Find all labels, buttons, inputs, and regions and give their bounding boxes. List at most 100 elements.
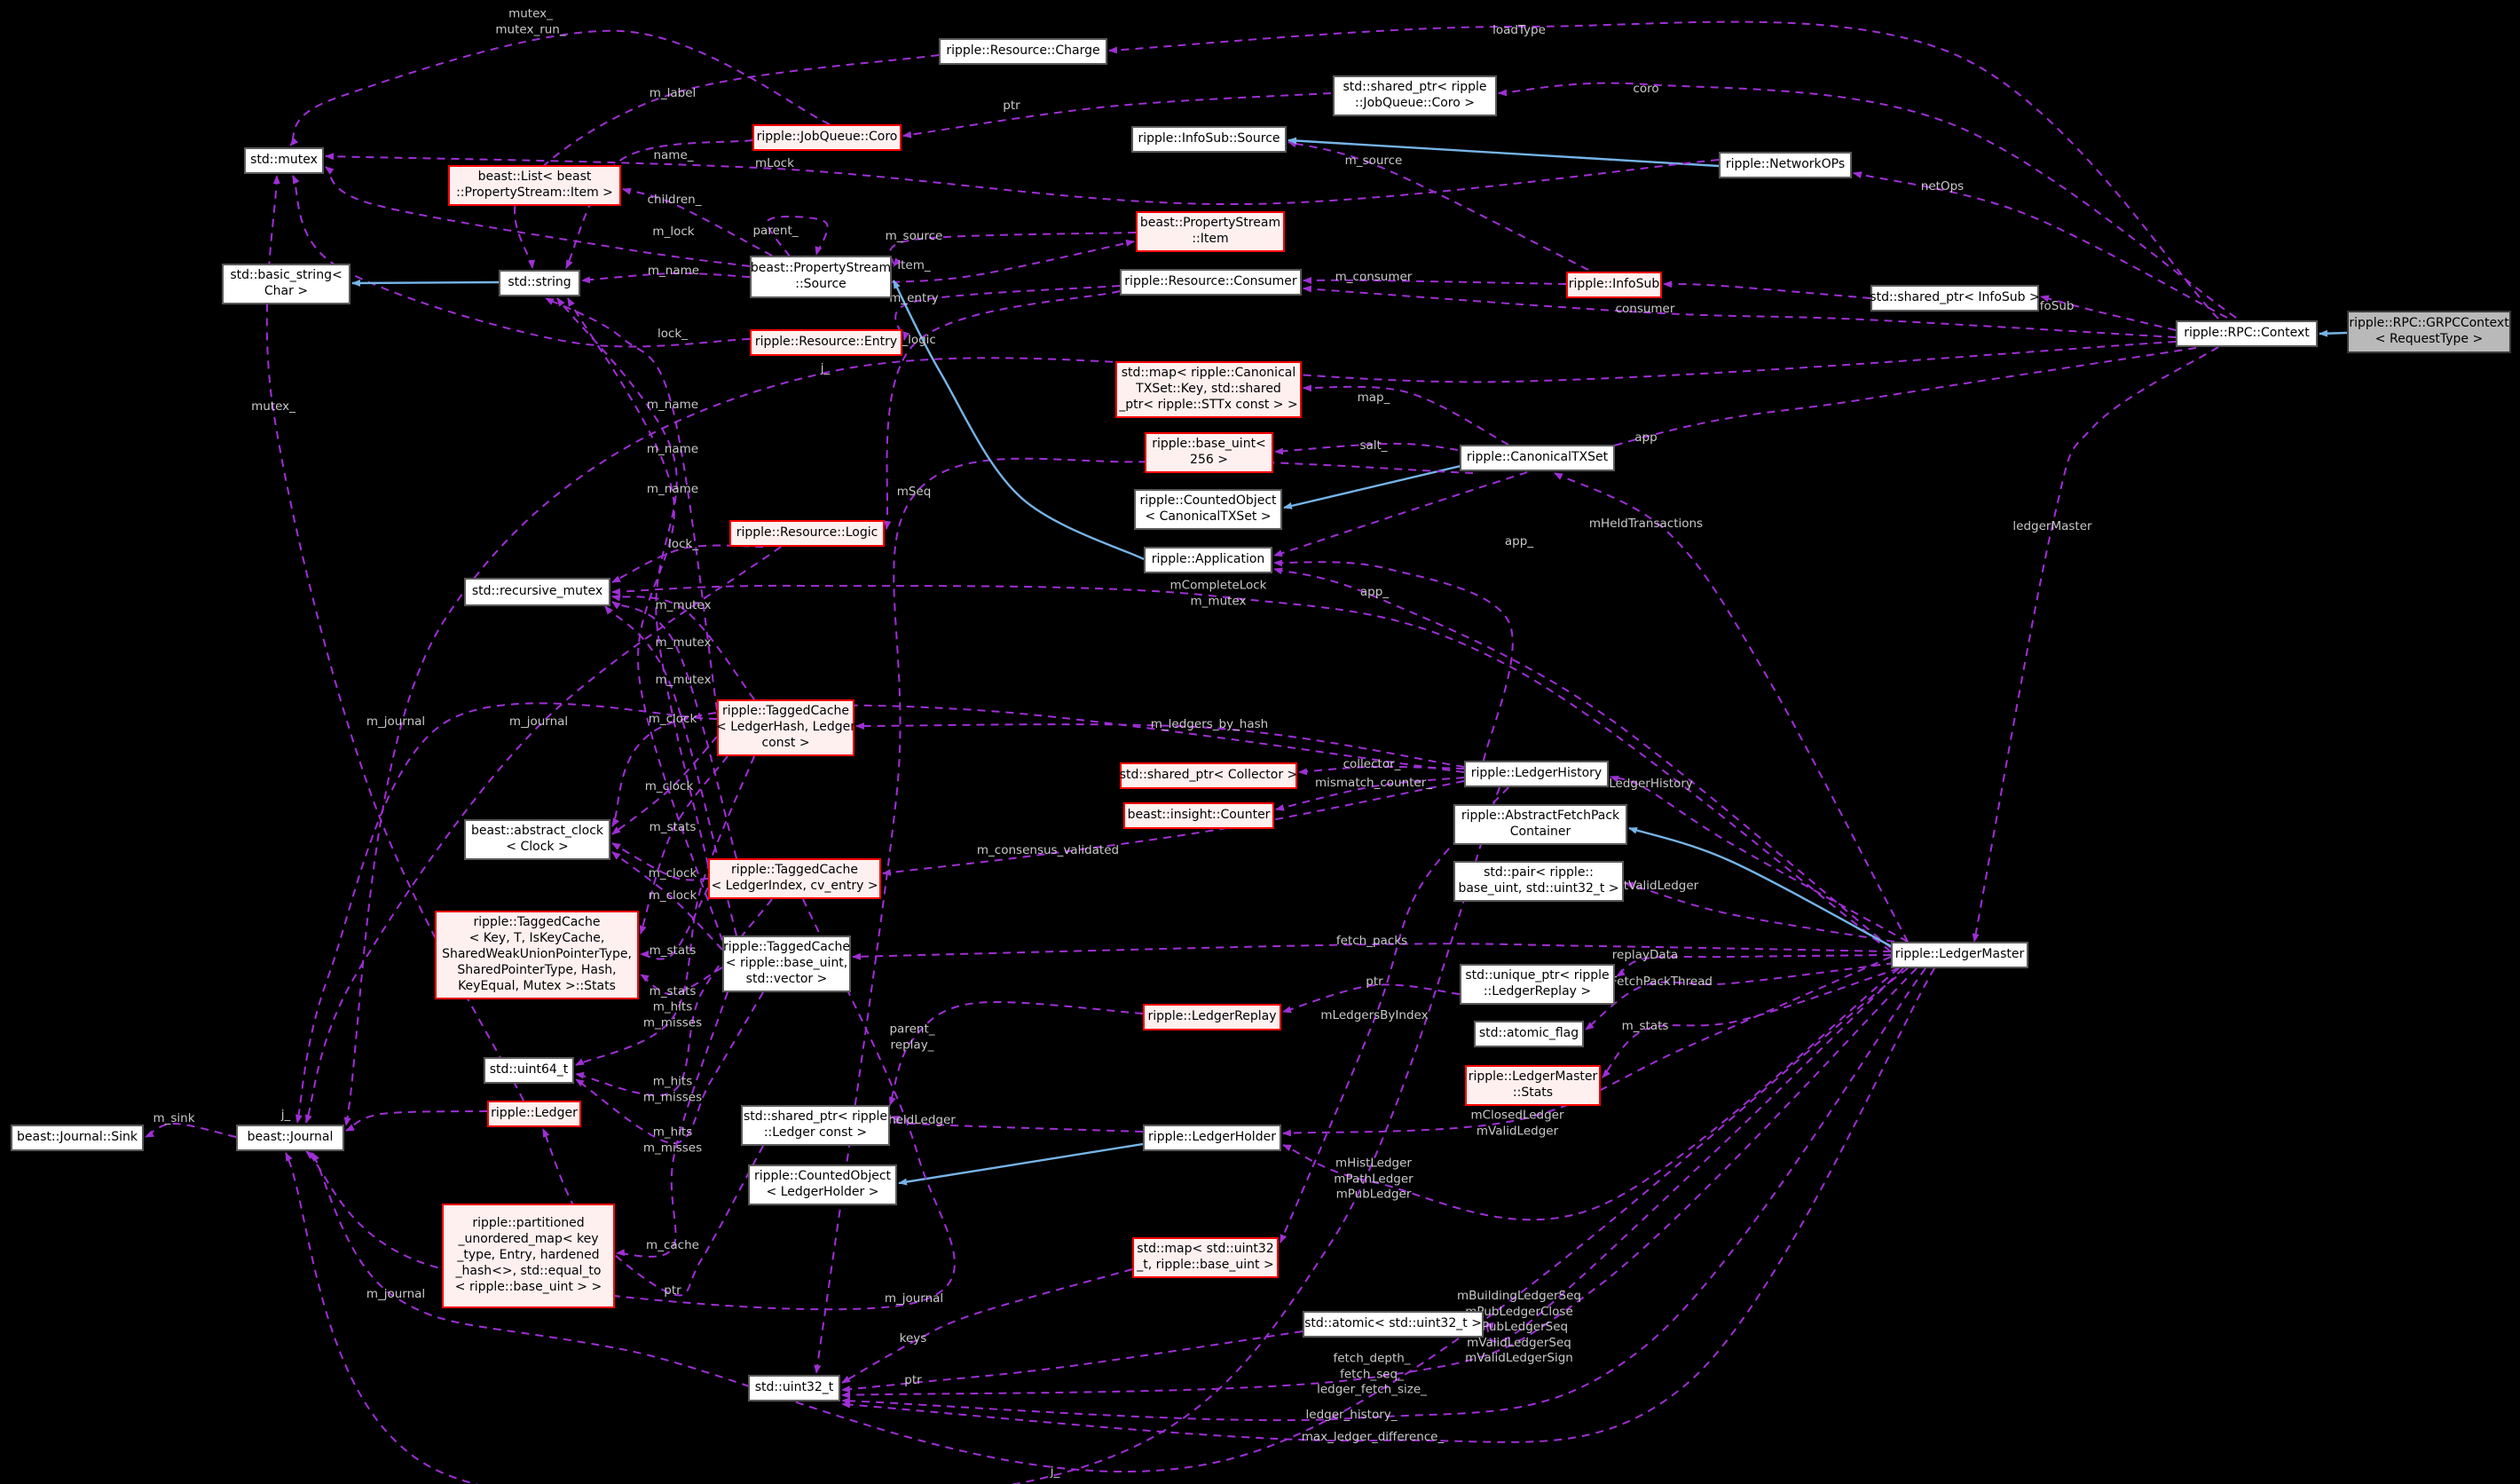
node-tagged_ledgerindex[interactable]: ripple::TaggedCache < LedgerIndex, cv_en…: [708, 858, 881, 899]
edge-label-map_uint32-std_uint32: keys: [899, 1331, 927, 1346]
edge-ledger_master-to-atomic_uint32: [1484, 967, 1904, 1343]
edge-label-tagged_baseuint-abstract_clock: m_clock: [648, 888, 697, 904]
edge-label-ledger_history_node-beast_journal: j_: [1050, 1464, 1060, 1480]
edge-label-tagged_ledgerindex-beast_journal: m_journal: [884, 1291, 944, 1306]
edge-ledger_master-to-tagged_baseuint: [852, 943, 1892, 960]
edge-res_consumer-to-res_entry: [894, 285, 1121, 341]
node-unique_ptr_replay[interactable]: std::unique_ptr< ripple ::LedgerReplay >: [1460, 964, 1615, 1005]
edge-label-ledger_master-std_uint32: fetch_depth_ fetch_seq_ ledger_fetch_siz…: [1317, 1351, 1427, 1397]
node-networkops[interactable]: ripple::NetworkOPs: [1719, 152, 1852, 178]
node-atomic_flag[interactable]: std::atomic_flag: [1474, 1021, 1584, 1047]
node-infosub[interactable]: ripple::InfoSub: [1566, 272, 1662, 298]
node-canonical_txset[interactable]: ripple::CanonicalTXSet: [1460, 445, 1615, 471]
edge-label-tagged_baseuint-recursive_mutex: m_mutex: [655, 673, 712, 688]
edge-shared_ptr_infosub-to-infosub: [1663, 280, 1871, 299]
edge-canonical_txset-to-counted_canonical: [1283, 457, 1492, 509]
node-std_pair[interactable]: std::pair< ripple:: base_uint, std::uint…: [1453, 861, 1624, 902]
node-shared_ptr_ledger_const[interactable]: std::shared_ptr< ripple ::Ledger const >: [741, 1105, 890, 1146]
node-base_uint256[interactable]: ripple::base_uint< 256 >: [1145, 432, 1273, 473]
edge-label-ripple_ledger-beast_journal: j_: [280, 1108, 291, 1123]
node-atomic_uint32[interactable]: std::atomic< std::uint32_t >: [1303, 1311, 1484, 1338]
edge-label-prop_source-prop_source: parent_: [752, 224, 799, 239]
edge-std_string-to-std_basic_string: [351, 279, 500, 287]
node-counted_canonical[interactable]: ripple::CountedObject < CanonicalTXSet >: [1134, 489, 1282, 530]
node-ripple_ledger[interactable]: ripple::Ledger: [487, 1101, 581, 1127]
node-lm_stats[interactable]: ripple::LedgerMaster ::Stats: [1465, 1065, 1601, 1106]
node-beast_list[interactable]: beast::List< beast ::PropertyStream::Ite…: [448, 165, 621, 206]
node-infosub_source[interactable]: ripple::InfoSub::Source: [1131, 126, 1287, 153]
edge-label-res_entry-std_mutex: lock_: [657, 327, 689, 342]
node-prop_source[interactable]: beast::PropertyStream ::Source: [750, 256, 892, 298]
node-res_consumer[interactable]: ripple::Resource::Consumer: [1120, 269, 1302, 296]
edge-label-tagged_ledgerhash-std_string: m_name: [646, 398, 699, 413]
edge-tagged_ledgerindex-to-std_string: [556, 297, 709, 866]
edge-label-tagged_baseuint-std_uint64: m_hits m_misses: [642, 1125, 703, 1155]
edge-label-rpc_context-shared_ptr_infosub: infoSub: [2028, 299, 2075, 314]
edge-tagged_ledgerindex-to-abstract_clock: [611, 842, 709, 881]
edge-label-ledger_history_node-insight_counter: mismatch_counter_: [1314, 776, 1433, 791]
edge-label-ledger_master-lm_stats: m_stats: [1621, 1019, 1669, 1034]
edge-tagged_ledgerhash-to-std_string: [545, 297, 718, 711]
edge-label-tagged_ledgerhash-abstract_clock: m_clock: [644, 779, 694, 794]
edge-res_entry-to-std_mutex: [292, 175, 751, 348]
node-shared_ptr_infosub[interactable]: std::shared_ptr< InfoSub >: [1870, 285, 2040, 312]
edge-ledger_master-to-application: [1273, 567, 1892, 949]
edge-label-canonical_txset-std_uint32: mSeq: [896, 485, 932, 500]
node-recursive_mutex[interactable]: std::recursive_mutex: [464, 578, 610, 606]
edge-networkops-to-std_mutex: [325, 153, 1720, 206]
edge-infosub-to-infosub_source: [1288, 140, 1589, 271]
node-partitioned_map[interactable]: ripple::partitioned _unordered_map< key …: [442, 1204, 615, 1308]
edge-rpc_context-to-shared_ptr_coro: [1498, 82, 2237, 319]
node-grpc_context[interactable]: ripple::RPC::GRPCContext < RequestType >: [2347, 311, 2511, 353]
edge-label-ledger_master-ledger_history_node: mLedgerHistory: [1597, 777, 1693, 792]
edge-label-ledger_master-application: app_: [1359, 585, 1390, 600]
edge-label-ledger_history_node-tagged_ledgerhash: m_ledgers_by_hash: [1150, 717, 1269, 732]
node-beast_journal[interactable]: beast::Journal: [236, 1125, 344, 1151]
node-res_logic[interactable]: ripple::Resource::Logic: [729, 520, 885, 547]
edge-unique_ptr_replay-to-ledger_replay: [1282, 983, 1461, 1014]
node-ledger_master[interactable]: ripple::LedgerMaster: [1891, 942, 2028, 968]
node-std_basic_string[interactable]: std::basic_string< Char >: [222, 264, 350, 304]
edge-prop_item-to-prop_source: [888, 232, 1137, 267]
node-std_string[interactable]: std::string: [499, 270, 580, 296]
node-ledger_history_node[interactable]: ripple::LedgerHistory: [1464, 761, 1609, 787]
node-res_charge[interactable]: ripple::Resource::Charge: [939, 38, 1107, 65]
node-ledger_replay[interactable]: ripple::LedgerReplay: [1143, 1004, 1281, 1030]
node-application[interactable]: ripple::Application: [1144, 547, 1272, 573]
node-std_uint64[interactable]: std::uint64_t: [484, 1057, 574, 1084]
node-ledger_holder[interactable]: ripple::LedgerHolder: [1143, 1125, 1281, 1151]
node-abstract_clock[interactable]: beast::abstract_clock < Clock >: [464, 819, 610, 860]
node-counted_ledgerholder[interactable]: ripple::CountedObject < LedgerHolder >: [748, 1164, 897, 1205]
node-tagged_ledgerhash[interactable]: ripple::TaggedCache < LedgerHash, Ledger…: [716, 699, 855, 756]
edge-ledger_master-to-ledger_holder: [1282, 967, 1900, 1221]
edge-map_uint32-to-std_uint32: [841, 1268, 1133, 1384]
node-canonical_map[interactable]: std::map< ripple::Canonical TXSet::Key, …: [1115, 361, 1302, 418]
edge-label-rpc_context-beast_journal: j_: [820, 361, 831, 376]
node-map_uint32[interactable]: std::map< std::uint32 _t, ripple::base_u…: [1132, 1237, 1279, 1278]
node-shared_ptr_collector[interactable]: std::shared_ptr< Collector >: [1120, 762, 1297, 789]
edge-ripple_ledger-to-std_mutex: [265, 175, 524, 1101]
node-shared_ptr_coro[interactable]: std::shared_ptr< ripple ::JobQueue::Coro…: [1333, 75, 1497, 116]
node-tagged_baseuint[interactable]: ripple::TaggedCache < ripple::base_uint,…: [722, 935, 851, 992]
node-std_uint32[interactable]: std::uint32_t: [748, 1375, 840, 1401]
edge-beast_journal-to-journal_sink: [145, 1122, 237, 1138]
node-tagged_stats[interactable]: ripple::TaggedCache < Key, T, IsKeyCache…: [435, 911, 639, 999]
node-abstract_fetchpack[interactable]: ripple::AbstractFetchPack Container: [1453, 804, 1627, 845]
edge-label-prop_source-prop_item: item_: [897, 258, 931, 273]
edge-tagged_ledgerindex-to-beast_journal: [305, 898, 956, 1311]
node-res_entry[interactable]: ripple::Resource::Entry: [750, 329, 902, 356]
edge-label-networkops-std_mutex: mLock: [755, 156, 794, 171]
edge-label-jobqueue_coro-std_mutex: mutex_ mutex_run_: [495, 6, 566, 36]
node-prop_item[interactable]: beast::PropertyStream ::Item: [1136, 211, 1285, 252]
edge-grpc_context-to-rpc_context: [2319, 329, 2348, 337]
node-std_mutex[interactable]: std::mutex: [244, 147, 324, 174]
edge-ledger_master-to-ledger_history_node: [1610, 776, 1909, 943]
edge-ledger_master-to-std_uint32: [841, 967, 1935, 1443]
node-jobqueue_coro[interactable]: ripple::JobQueue::Coro: [752, 124, 902, 151]
node-journal_sink[interactable]: beast::Journal::Sink: [11, 1125, 144, 1151]
node-rpc_context[interactable]: ripple::RPC::Context: [2176, 320, 2318, 347]
node-insight_counter[interactable]: beast::insight::Counter: [1123, 802, 1274, 829]
edge-label-infosub-res_consumer: m_consumer: [1335, 270, 1413, 285]
edge-label-tagged_baseuint-tagged_stats: m_stats: [649, 984, 697, 999]
